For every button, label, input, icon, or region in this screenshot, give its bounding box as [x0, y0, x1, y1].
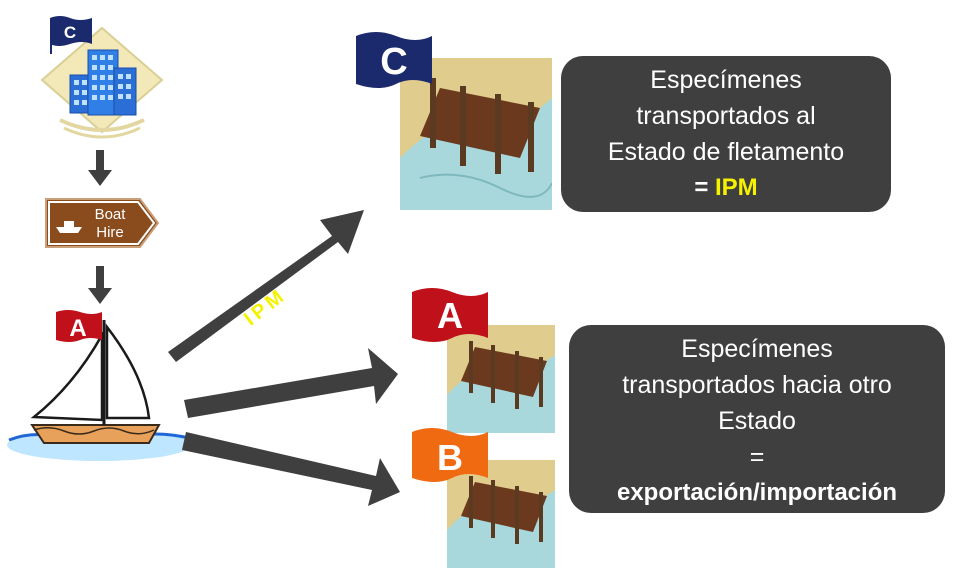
top-box-result-value: IPM — [715, 174, 758, 201]
boat-sign-line2: Hire — [96, 224, 124, 241]
bottom-info-box: Especímenes transportados hacia otro Est… — [569, 325, 945, 513]
bottom-box-line-4: = — [749, 443, 765, 471]
bottom-box-line-3: Estado — [718, 407, 796, 435]
boat-icon — [56, 221, 82, 233]
top-box-result: = IPM — [561, 170, 891, 206]
pier-image-c — [400, 58, 552, 210]
bottom-box-line-2: transportados hacia otro — [622, 371, 892, 399]
flag-c-small-letter: C — [64, 23, 76, 42]
top-box-line-3: Estado de fletamento — [607, 138, 845, 166]
sailboat-icon — [4, 305, 194, 465]
down-arrow-2 — [88, 266, 112, 306]
boat-hire-sign: Boat Hire — [44, 197, 160, 249]
flag-c-small: C — [48, 14, 94, 54]
flag-a-boat: A — [54, 308, 104, 348]
building-icon — [40, 20, 165, 145]
arrow-to-c — [160, 200, 370, 370]
arrow-to-a — [180, 340, 400, 420]
flag-b-large: B — [410, 424, 490, 486]
bottom-box-line-1: Especímenes — [681, 335, 833, 363]
flag-a-large: A — [410, 284, 490, 346]
pier-image-b — [447, 460, 555, 568]
flag-b-large-letter: B — [437, 437, 463, 478]
flag-c-large-letter: C — [380, 41, 407, 83]
pier-image-a — [447, 325, 555, 433]
top-info-box: Especímenes transportados al Estado de f… — [561, 56, 891, 212]
down-arrow-1 — [88, 150, 112, 188]
top-box-line-2: transportados al — [636, 102, 816, 130]
top-box-result-prefix: = — [694, 174, 715, 201]
flag-a-large-letter: A — [437, 295, 463, 336]
flag-c-large: C — [354, 28, 434, 92]
flag-a-boat-letter: A — [69, 315, 86, 342]
top-box-line-1: Especímenes — [650, 66, 802, 94]
boat-sign-line1: Boat — [95, 206, 127, 223]
bottom-box-result: exportación/importación — [616, 479, 898, 506]
arrow-to-b — [180, 428, 402, 508]
